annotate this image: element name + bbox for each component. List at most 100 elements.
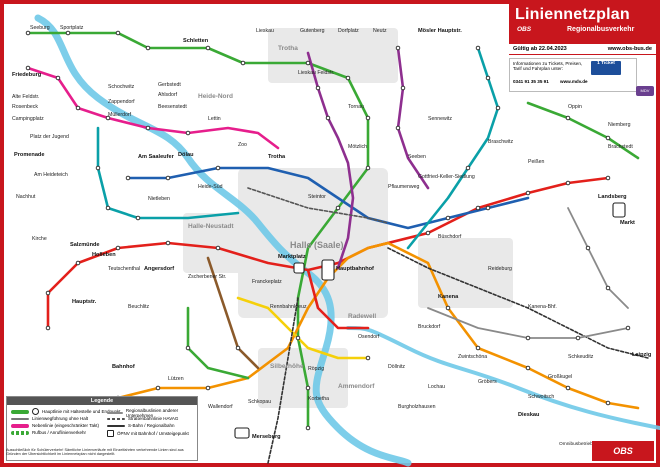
station-label: Kanena xyxy=(438,294,459,300)
district-label: Heide-Nord xyxy=(198,93,233,100)
zone-neustadt xyxy=(183,213,243,273)
district-label: Silberhöhe xyxy=(270,363,304,370)
legend-hub-icon xyxy=(107,430,114,437)
station-label: Seeburg xyxy=(30,25,50,31)
station-label: Dorfplatz xyxy=(338,28,359,34)
line-rail xyxy=(387,247,649,359)
legend-item: S-Bahn / Regionalbahn xyxy=(107,423,175,428)
station-label: Dieskau xyxy=(518,412,540,418)
station-label: Pflaumenweg xyxy=(388,184,420,190)
station-label: Friedeburg xyxy=(12,72,42,78)
hub-marktplatz[interactable] xyxy=(293,262,305,274)
info-text: Informationen zu Tickets, Preisen, Tarif… xyxy=(513,61,583,72)
station-label: Gerbstedt xyxy=(158,82,181,88)
legend-station-icon xyxy=(32,408,39,415)
station-label: Alte Feldstr. xyxy=(12,94,39,100)
station-label: Oppin xyxy=(568,104,582,110)
page-subtitle: Regionalbusverkehr xyxy=(567,26,635,33)
station-label: Rosenbeck xyxy=(12,104,38,110)
district-label: Halle (Saale) xyxy=(290,240,344,250)
station-label: Ahlsdorf xyxy=(158,92,178,98)
zone-east xyxy=(418,238,513,308)
station-labels: Seeburg Sportplatz Schletten Lieskau Gut… xyxy=(12,25,652,440)
hub-landsberg[interactable] xyxy=(612,202,626,218)
station-dots xyxy=(25,30,631,431)
legend-swatch-regional xyxy=(107,412,123,414)
station-label: Lützen xyxy=(168,376,184,382)
legend-item: Rufbus / Anruflinienverkehr xyxy=(11,430,86,435)
zone-south xyxy=(258,348,348,408)
legend-item: Hauptlinie mit Haltestelle und Endpunkt xyxy=(11,408,121,415)
line-purple xyxy=(306,51,355,270)
station-label: Brachstedt xyxy=(608,144,633,150)
station-label: Promenade xyxy=(14,152,44,158)
mdv-logo: MDV xyxy=(636,86,654,96)
station-label: Müllerdorf xyxy=(108,112,132,118)
hub-merseburg[interactable] xyxy=(234,427,250,439)
station-label: Büschdorf xyxy=(438,234,462,240)
legend-swatch-grey xyxy=(11,417,29,420)
river-weisse-elster xyxy=(346,326,660,430)
station-label: Landsberg xyxy=(598,194,627,200)
legend-label: Hauptlinie mit Haltestelle und Endpunkt xyxy=(42,409,121,414)
station-label: Beuchlitz xyxy=(128,304,149,310)
station-label: Sennewitz xyxy=(428,116,452,122)
station-label: Angersdorf xyxy=(144,266,174,272)
ticket-badge: 1 Ticket xyxy=(591,61,621,75)
line-green-2 xyxy=(526,101,640,160)
station-label: Döllnitz xyxy=(388,364,405,370)
station-label: Reideburg xyxy=(488,266,512,272)
legend-item: Linienwegführung ohne Halt xyxy=(11,416,88,421)
station-label: Salzmünde xyxy=(70,242,100,248)
brand-name: OBS xyxy=(517,26,532,33)
station-label: Am Saaleufer xyxy=(138,154,175,160)
legend-item: Nebenlinie (eingeschränkter Takt) xyxy=(11,423,99,428)
station-label: Schwoitsch xyxy=(528,394,554,400)
line-blue xyxy=(126,166,530,230)
website-link[interactable]: www.obs-bus.de xyxy=(607,46,652,52)
legend-label: ÖPNV mit Bahnhof / Umsteigepunkt xyxy=(117,431,189,436)
valid-from: Gültig ab 22.04.2023 xyxy=(513,46,567,52)
station-label: Lieskau xyxy=(256,28,274,34)
footer-brand-logo: OBS xyxy=(592,441,654,461)
station-label: Beesenstedt xyxy=(158,104,187,110)
river-saale xyxy=(34,14,412,467)
legend-swatch-rail xyxy=(107,424,125,427)
station-label: Mötzlich xyxy=(348,144,367,150)
hub-hauptbahnhof[interactable] xyxy=(321,259,335,281)
station-label: Hauptbahnhof xyxy=(336,266,374,272)
station-label: Leipzig xyxy=(632,352,652,358)
station-label: Zscherbener Str. xyxy=(188,274,226,280)
station-label: Osendorf xyxy=(358,334,380,340)
station-label: Neutz xyxy=(373,28,387,34)
station-label: Braschwitz xyxy=(488,139,513,145)
station-label: Franckeplatz xyxy=(252,279,282,285)
station-label: Lettin xyxy=(208,116,221,122)
info-web[interactable]: www.mdv.de xyxy=(560,79,588,84)
line-tram xyxy=(247,187,389,224)
legend-swatch-dashed xyxy=(11,430,29,435)
station-label: Korbetha xyxy=(308,396,329,402)
station-label: Gröbers xyxy=(478,379,497,385)
legend-swatch-green xyxy=(11,409,29,414)
district-label: Trotha xyxy=(278,45,298,52)
legend-label: Straßenbahnlinie HAVAG xyxy=(128,416,179,421)
station-label: Nachhut xyxy=(16,194,36,200)
validity-bar: Gültig ab 22.04.2023 www.obs-bus.de xyxy=(509,44,656,55)
legend-label: Nebenlinie (eingeschränkter Takt) xyxy=(32,423,99,428)
station-label: Seeben xyxy=(408,154,426,160)
district-label: Ammendorf xyxy=(338,383,375,390)
line-green-3 xyxy=(186,306,250,380)
station-label: Marktplatz xyxy=(278,254,306,260)
station-label: Nietleben xyxy=(148,196,170,202)
district-label: Radewell xyxy=(348,313,376,320)
district-label: Halle-Neustadt xyxy=(188,223,234,230)
line-red-2 xyxy=(306,268,370,330)
station-label: Merseburg xyxy=(252,434,281,440)
line-teal-2 xyxy=(406,46,500,250)
zone-north xyxy=(268,28,398,83)
station-label: Bruckdorf xyxy=(418,324,441,330)
info-phone[interactable]: 0341 91 35 35 91 xyxy=(513,79,549,84)
station-label: Steintor xyxy=(308,194,326,200)
station-label: Bahnhof xyxy=(112,364,135,370)
